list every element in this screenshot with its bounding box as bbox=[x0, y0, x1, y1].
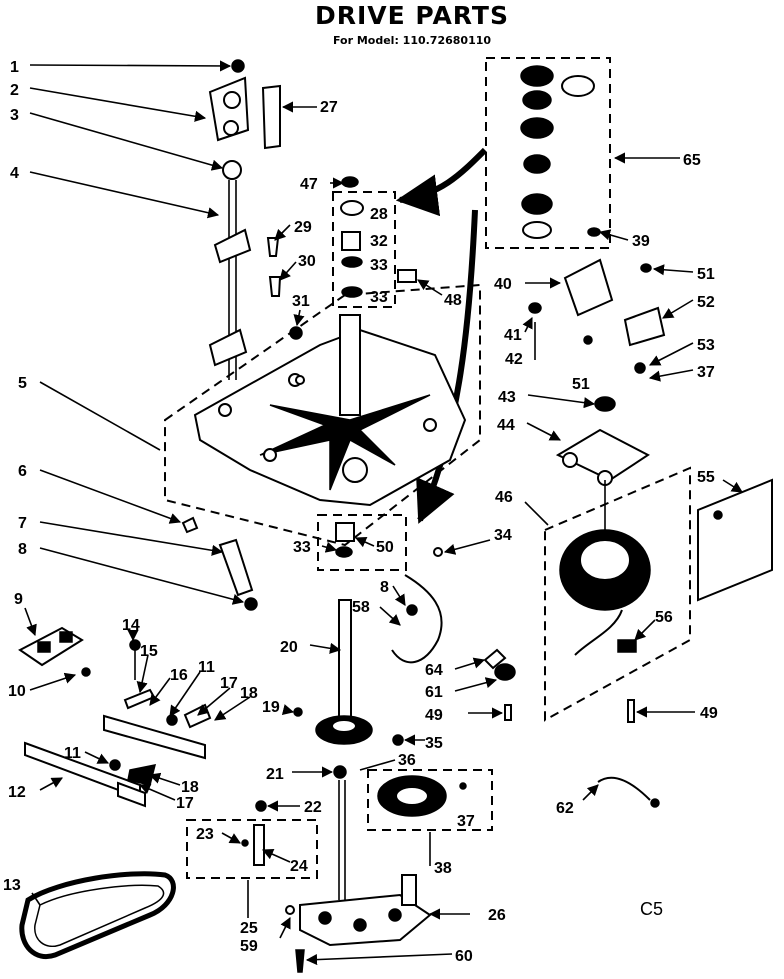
callout-42: 42 bbox=[505, 351, 523, 368]
callout-61: 61 bbox=[425, 684, 443, 701]
curved-arrow-upper bbox=[395, 147, 488, 217]
callout-30: 30 bbox=[298, 253, 316, 270]
callout-6: 6 bbox=[18, 463, 27, 480]
callout-2: 2 bbox=[10, 82, 19, 99]
callout-16: 16 bbox=[170, 667, 188, 684]
callout-11b: 11 bbox=[64, 745, 81, 762]
callout-34: 34 bbox=[494, 527, 512, 544]
callout-labels: 1 2 3 4 27 47 28 29 32 30 33 33 48 31 65… bbox=[3, 59, 718, 965]
callout-15: 15 bbox=[140, 643, 158, 660]
callout-3: 3 bbox=[10, 107, 19, 124]
switch-assembly bbox=[18, 626, 91, 677]
callout-10: 10 bbox=[8, 683, 26, 700]
left-small-parts bbox=[181, 516, 258, 611]
center-shaft bbox=[315, 514, 407, 745]
callout-8a: 8 bbox=[18, 541, 27, 558]
callout-55: 55 bbox=[697, 469, 715, 486]
callout-64: 64 bbox=[425, 662, 443, 679]
callout-14: 14 bbox=[122, 617, 140, 634]
callout-43: 43 bbox=[498, 389, 516, 406]
callout-4: 4 bbox=[10, 165, 19, 182]
pulley-assembly bbox=[367, 769, 493, 831]
callout-49b: 49 bbox=[700, 705, 718, 722]
callout-53: 53 bbox=[697, 337, 715, 354]
callout-51b: 51 bbox=[572, 376, 590, 393]
callout-65: 65 bbox=[683, 152, 701, 169]
base-plate bbox=[164, 283, 481, 547]
callout-12: 12 bbox=[8, 784, 26, 801]
leader-lines bbox=[24, 60, 743, 966]
bearing-stack bbox=[332, 176, 417, 308]
callout-28: 28 bbox=[370, 206, 388, 223]
callout-56: 56 bbox=[655, 609, 673, 626]
callout-13: 13 bbox=[3, 877, 21, 894]
callout-25: 25 bbox=[240, 920, 258, 937]
callout-35: 35 bbox=[425, 735, 443, 752]
callout-41: 41 bbox=[504, 327, 522, 344]
callout-50: 50 bbox=[376, 539, 394, 556]
callout-26: 26 bbox=[488, 907, 506, 924]
callout-29: 29 bbox=[294, 219, 312, 236]
callout-11a: 11 bbox=[198, 659, 215, 676]
spring bbox=[597, 776, 651, 801]
cover-panel bbox=[697, 478, 773, 602]
callout-47: 47 bbox=[300, 176, 318, 193]
callout-20: 20 bbox=[280, 639, 298, 656]
bracket bbox=[391, 574, 443, 664]
callout-17b: 17 bbox=[176, 795, 194, 812]
callout-40: 40 bbox=[494, 276, 512, 293]
drive-belt bbox=[19, 871, 176, 960]
callout-7: 7 bbox=[18, 515, 27, 532]
callout-31: 31 bbox=[292, 293, 310, 310]
callout-23: 23 bbox=[196, 826, 214, 843]
callout-33a: 33 bbox=[370, 257, 388, 274]
callout-9: 9 bbox=[14, 591, 23, 608]
callout-60: 60 bbox=[455, 948, 473, 965]
callout-52: 52 bbox=[697, 294, 715, 311]
motor-assembly bbox=[544, 466, 691, 722]
pin-assembly bbox=[186, 800, 318, 879]
upper-linkage-assembly bbox=[208, 59, 281, 380]
callout-18a: 18 bbox=[240, 685, 258, 702]
callout-37a: 37 bbox=[697, 364, 715, 381]
callout-39: 39 bbox=[632, 233, 650, 250]
callout-32: 32 bbox=[370, 233, 388, 250]
callout-46: 46 bbox=[495, 489, 513, 506]
callout-24: 24 bbox=[290, 858, 308, 875]
callout-36: 36 bbox=[398, 752, 416, 769]
callout-58: 58 bbox=[352, 599, 370, 616]
callout-37b: 37 bbox=[457, 813, 475, 830]
callout-8b: 8 bbox=[380, 579, 389, 596]
callout-1: 1 bbox=[10, 59, 19, 76]
callout-22: 22 bbox=[304, 799, 322, 816]
callout-19: 19 bbox=[262, 699, 280, 716]
callout-51a: 51 bbox=[697, 266, 715, 283]
callout-33b: 33 bbox=[370, 289, 388, 306]
callout-5: 5 bbox=[18, 375, 27, 392]
corner-code: C5 bbox=[640, 899, 663, 919]
callout-27: 27 bbox=[320, 99, 338, 116]
transmission bbox=[285, 780, 432, 973]
diagram-subtitle: For Model: 110.72680110 bbox=[333, 34, 491, 47]
clutch-assembly bbox=[528, 227, 666, 486]
callout-59: 59 bbox=[240, 938, 258, 955]
callout-62: 62 bbox=[556, 800, 574, 817]
diagram-title: DRIVE PARTS bbox=[315, 1, 509, 30]
callout-18b: 18 bbox=[181, 779, 199, 796]
callout-44: 44 bbox=[497, 417, 515, 434]
callout-38: 38 bbox=[434, 860, 452, 877]
curved-arrow-lower bbox=[416, 209, 478, 524]
callout-21: 21 bbox=[266, 766, 284, 783]
callout-48: 48 bbox=[444, 292, 462, 309]
callout-17a: 17 bbox=[220, 675, 238, 692]
seal-kit-box bbox=[485, 57, 611, 249]
misc-small-parts bbox=[266, 237, 635, 779]
callout-33c: 33 bbox=[293, 539, 311, 556]
callout-49a: 49 bbox=[425, 707, 443, 724]
